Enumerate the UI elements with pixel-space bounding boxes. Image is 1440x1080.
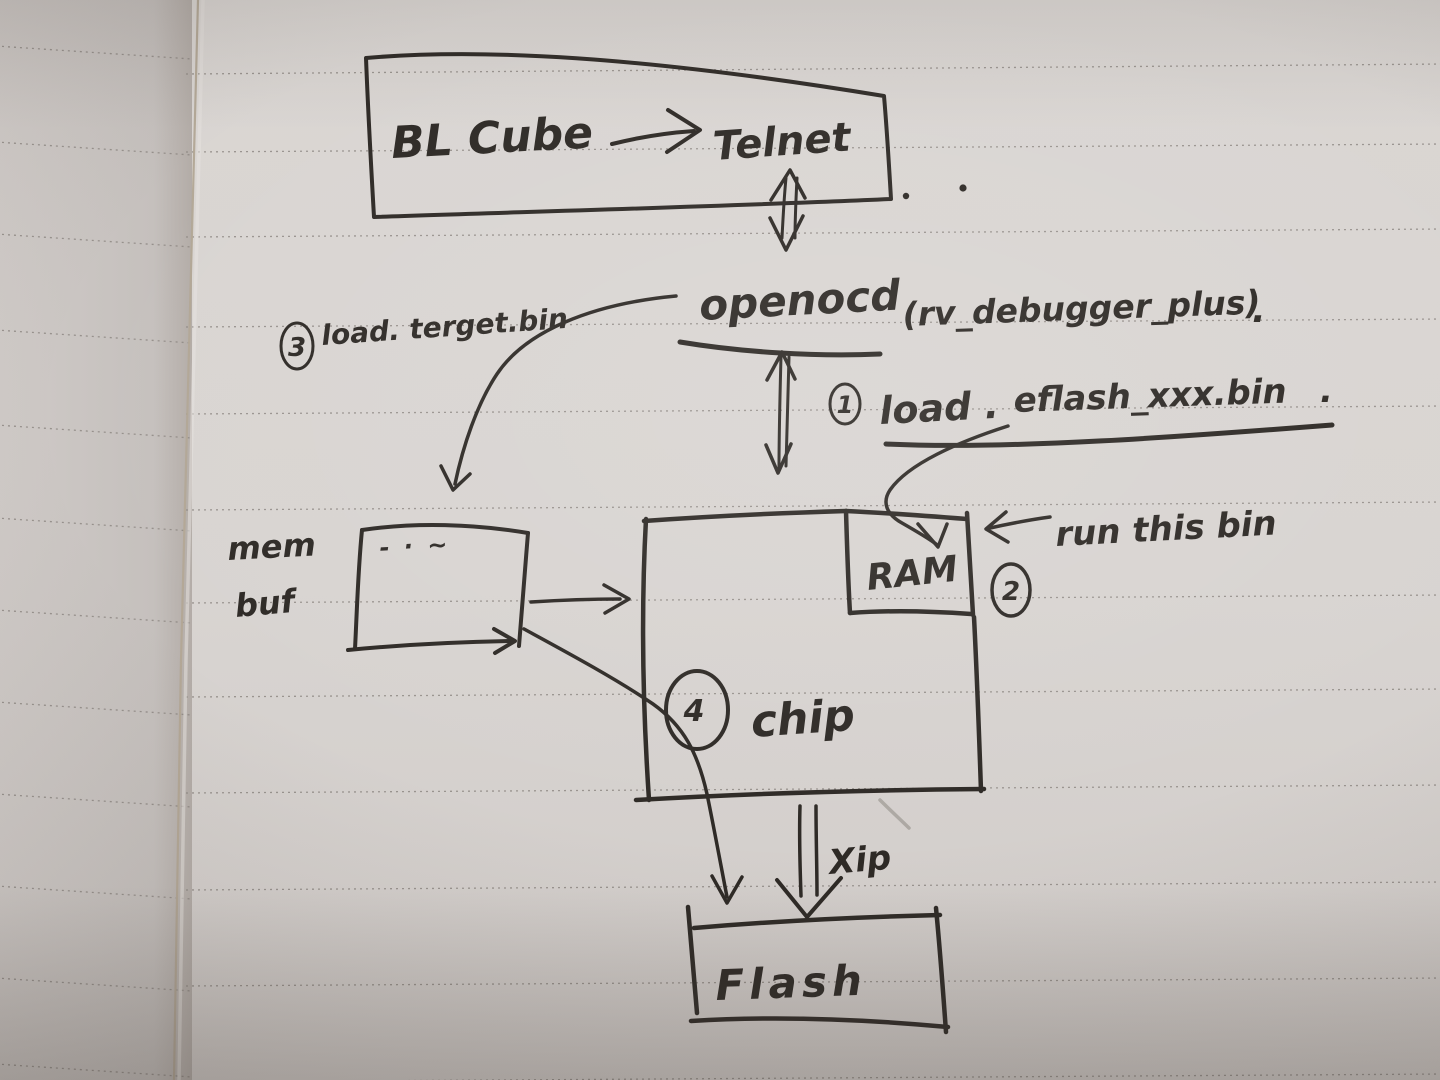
membuf-to-flash-curve-arrow bbox=[522, 627, 744, 905]
mem-buf-box bbox=[346, 523, 530, 655]
blcube-to-telnet-arrow bbox=[610, 108, 702, 154]
bl-cube-telnet-box bbox=[364, 52, 893, 219]
step1-load-label: load . bbox=[878, 383, 1000, 433]
pen-dot bbox=[959, 184, 967, 192]
arrow-head-icon bbox=[764, 442, 793, 475]
arrow-shaft bbox=[814, 804, 819, 897]
main-page bbox=[186, 0, 1440, 1080]
arrow-head-icon bbox=[439, 464, 472, 492]
bl-cube-label: BL Cube bbox=[390, 107, 594, 168]
mem-label: mem bbox=[226, 525, 316, 568]
step1-number: 1 bbox=[837, 391, 854, 419]
step4-number: 4 bbox=[683, 694, 705, 729]
chip-box-left bbox=[640, 516, 652, 803]
run-this-bin-arrow bbox=[984, 510, 1052, 544]
step3-circle bbox=[279, 321, 315, 371]
mem-box-top bbox=[360, 523, 530, 535]
ram-label: RAM bbox=[865, 549, 960, 599]
arrow-shaft bbox=[988, 515, 1052, 530]
arrow-head-icon bbox=[916, 522, 949, 549]
ruled-lines-left bbox=[0, 45, 193, 1078]
openocd-label: openocd bbox=[698, 270, 902, 330]
eflash-to-ram-curve-arrow bbox=[884, 424, 1010, 549]
arrow-head-icon bbox=[492, 627, 517, 655]
openocd-underline bbox=[677, 339, 883, 358]
ram-box-left bbox=[843, 508, 853, 616]
arrow-head-icon bbox=[775, 876, 843, 919]
arrow-shaft bbox=[522, 627, 729, 899]
left-page-edge bbox=[0, 0, 192, 1080]
xip-label: Xip bbox=[825, 838, 892, 883]
load-target-curve-arrow bbox=[439, 294, 678, 492]
step2-number: 2 bbox=[1002, 577, 1020, 607]
period-mark: . bbox=[1320, 371, 1333, 411]
mem-box-bottom bbox=[346, 639, 512, 652]
chip-label: chip bbox=[749, 690, 856, 748]
arrow-shaft bbox=[610, 129, 696, 146]
chip-box-right bbox=[971, 614, 984, 794]
chip-box bbox=[633, 508, 987, 803]
eflash-underline bbox=[883, 422, 1335, 448]
period-mark: . bbox=[1252, 290, 1266, 331]
arrow-shaft bbox=[797, 804, 803, 898]
chip-box-top bbox=[641, 508, 849, 524]
arrow-shaft bbox=[780, 176, 788, 240]
telnet-openocd-double-arrow bbox=[768, 168, 807, 252]
buf-label: buf bbox=[233, 582, 300, 625]
step2-circle bbox=[990, 562, 1032, 618]
ram-box-bottom bbox=[847, 608, 974, 617]
telnet-label: Telnet bbox=[711, 114, 853, 170]
flash-box-top bbox=[691, 912, 943, 931]
ram-box-top bbox=[843, 508, 970, 522]
ink-smudge bbox=[878, 798, 911, 830]
mem-box-left bbox=[353, 528, 364, 651]
arrow-head-icon bbox=[602, 583, 631, 615]
pen-dot bbox=[902, 192, 910, 200]
arrow-head-icon bbox=[768, 214, 805, 252]
membuf-to-chip-arrow bbox=[529, 583, 631, 615]
flash-box-left bbox=[685, 904, 700, 1016]
page-edge-highlight bbox=[177, 0, 205, 1080]
arrow-head-icon bbox=[984, 510, 1010, 544]
arrow-head-icon bbox=[769, 168, 807, 202]
mem-box-marks: - · ~ bbox=[379, 530, 451, 562]
mem-box-right bbox=[517, 531, 530, 648]
arrow-shaft bbox=[884, 424, 1010, 546]
openocd-chip-double-arrow bbox=[764, 350, 797, 475]
flash-box-right bbox=[933, 905, 949, 1035]
flash-box bbox=[685, 904, 951, 1035]
arrow-head-icon bbox=[710, 874, 744, 905]
arrow-shaft bbox=[529, 597, 622, 604]
chip-box-bottom bbox=[633, 786, 987, 803]
arrow-head-icon bbox=[765, 350, 797, 382]
step3-number: 3 bbox=[288, 333, 306, 363]
page-crease bbox=[172, 0, 200, 1080]
arrow-head-icon bbox=[665, 108, 702, 154]
step4-circle bbox=[664, 669, 730, 751]
step1-file-label: eflash_xxx.bin bbox=[1013, 371, 1287, 421]
flash-label: Flash bbox=[715, 956, 868, 1010]
ram-box-right bbox=[964, 510, 976, 618]
arrow-shaft bbox=[777, 354, 783, 470]
ram-box bbox=[843, 508, 976, 618]
flash-box-bottom bbox=[688, 1016, 951, 1030]
arrow-shaft bbox=[453, 294, 678, 486]
xip-double-arrow bbox=[775, 804, 843, 919]
step1-circle bbox=[828, 382, 862, 426]
